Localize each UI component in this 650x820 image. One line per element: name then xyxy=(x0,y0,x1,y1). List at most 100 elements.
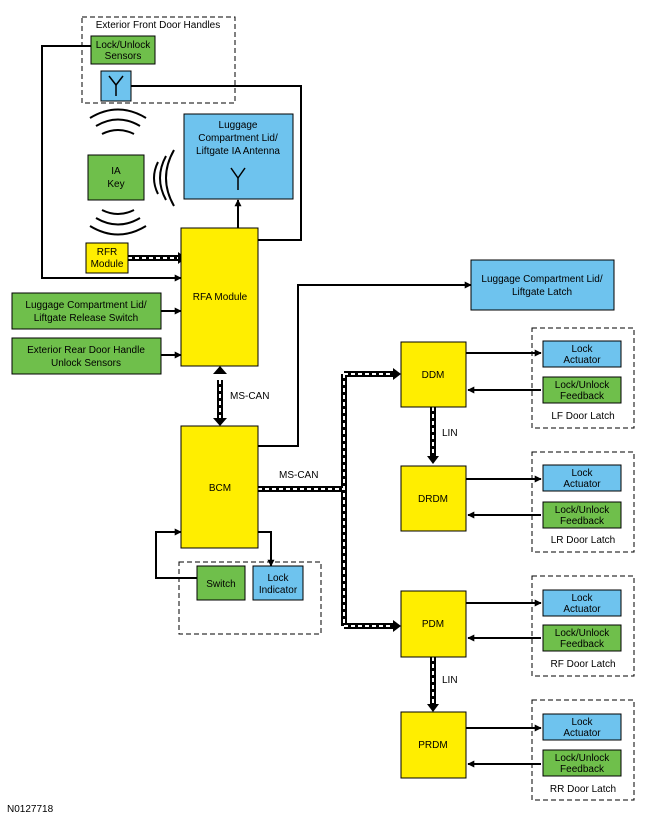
lr-actuator-label-1: Lock xyxy=(571,468,593,479)
rfa-bcm-ms-can-bus xyxy=(213,366,227,426)
radio-waves xyxy=(89,108,175,236)
rr-feedback-label-2: Feedback xyxy=(560,764,605,775)
ms-can-label-bcm-doors: MS-CAN xyxy=(279,470,318,481)
lock-unlock-sensors-label-2: Sensors xyxy=(105,51,142,62)
release-switch-label-2: Liftgate Release Switch xyxy=(34,313,139,324)
pdm-prdm-lin-bus xyxy=(427,657,439,712)
wave-bot-2 xyxy=(95,217,141,226)
release-switch-label-1: Luggage Compartment Lid/ xyxy=(25,300,146,311)
lr-actuator-label-2: Actuator xyxy=(563,479,601,490)
bcm-to-luggage-latch-line xyxy=(258,281,472,447)
rf-actuator-label-1: Lock xyxy=(571,593,593,604)
lr-door-latch-group xyxy=(531,451,635,553)
switch-box xyxy=(196,565,246,601)
prdm-box xyxy=(400,711,467,779)
door-lock-control-switch-group xyxy=(178,561,322,635)
lr-feedback-label-2: Feedback xyxy=(560,516,605,527)
rf-actuator-label-2: Actuator xyxy=(563,604,601,615)
front-handles-group-label: Exterior Front Door Handles xyxy=(96,20,221,31)
lf-actuator-label-2: Actuator xyxy=(563,355,601,366)
rfa-to-handle-antenna-line xyxy=(117,82,302,241)
wave-bot-3 xyxy=(89,225,147,236)
rfr-module-box xyxy=(85,242,129,274)
wave-right-2 xyxy=(159,155,167,201)
rfr-module-label-1: RFR xyxy=(97,247,118,258)
wave-top-1 xyxy=(101,129,135,135)
luggage-antenna-label-3: Liftgate IA Antenna xyxy=(196,146,280,157)
drdm-label: DRDM xyxy=(418,494,448,505)
drdm-box xyxy=(400,465,467,532)
pdm-box xyxy=(400,590,467,658)
lock-indicator-label-1: Lock xyxy=(267,573,289,584)
lr-group-label: LR Door Latch xyxy=(551,535,615,546)
luggage-antenna-label-1: Luggage xyxy=(219,120,258,131)
rr-door-latch-group xyxy=(531,699,635,801)
rear-handle-label-2: Unlock Sensors xyxy=(51,358,121,369)
luggage-latch-label-2: Liftgate Latch xyxy=(512,287,572,298)
luggage-antenna-icon xyxy=(230,167,246,190)
rf-feedback-label-2: Feedback xyxy=(560,639,605,650)
lf-actuator-label-1: Lock xyxy=(571,344,593,355)
rr-actuator-label-2: Actuator xyxy=(563,728,601,739)
rear-handle-label-1: Exterior Rear Door Handle xyxy=(27,345,145,356)
prdm-label: PRDM xyxy=(418,740,447,751)
lf-door-latch-group xyxy=(531,327,635,429)
ia-key-box xyxy=(87,154,145,201)
lr-lock-actuator-box xyxy=(542,464,622,492)
ia-key-label-1: IA xyxy=(111,166,121,177)
ddm-drdm-lin-bus xyxy=(427,407,439,464)
bcm-door-modules-ms-can-bus xyxy=(258,368,401,632)
ddm-label: DDM xyxy=(422,370,445,381)
wave-top-3 xyxy=(89,108,147,119)
ddm-box xyxy=(400,341,467,408)
rf-group-label: RF Door Latch xyxy=(550,659,615,670)
handle-antenna-icon xyxy=(108,75,124,96)
rfr-module-label-2: Module xyxy=(91,259,124,270)
lin-label-pdm-prdm: LIN xyxy=(442,675,458,686)
lin-label-ddm-drdm: LIN xyxy=(442,428,458,439)
wave-right-1 xyxy=(153,161,159,195)
rfr-to-rfa-bus xyxy=(128,252,186,264)
luggage-antenna-label-2: Compartment Lid/ xyxy=(198,133,278,144)
sensors-to-rfa-line xyxy=(41,45,182,282)
lr-feedback-box xyxy=(542,501,622,529)
luggage-latch-box xyxy=(470,259,615,311)
rf-door-latch-group xyxy=(531,575,635,677)
lf-feedback-box xyxy=(542,376,622,404)
rf-feedback-box xyxy=(542,624,622,652)
rr-actuator-label-1: Lock xyxy=(571,717,593,728)
lf-feedback-label-1: Lock/Unlock xyxy=(555,380,610,391)
luggage-latch-label-1: Luggage Compartment Lid/ xyxy=(481,274,602,285)
switch-label: Switch xyxy=(206,579,235,590)
rr-feedback-box xyxy=(542,749,622,777)
rr-feedback-label-1: Lock/Unlock xyxy=(555,753,610,764)
lock-indicator-label-2: Indicator xyxy=(259,585,298,596)
figure-id: N0127718 xyxy=(7,804,54,815)
wave-bot-1 xyxy=(101,209,135,215)
bcm-label: BCM xyxy=(209,483,231,494)
lf-feedback-label-2: Feedback xyxy=(560,391,605,402)
luggage-antenna-box xyxy=(183,113,294,200)
rear-handle-sensors-box xyxy=(11,337,162,375)
rf-feedback-label-1: Lock/Unlock xyxy=(555,628,610,639)
bcm-to-lock-indicator-line xyxy=(258,531,275,567)
front-door-handles-group xyxy=(81,16,236,104)
rfa-module-box xyxy=(180,227,259,367)
switch-to-bcm-line xyxy=(155,528,197,579)
ia-key-label-2: Key xyxy=(107,179,124,190)
lf-group-label: LF Door Latch xyxy=(551,411,614,422)
lock-unlock-sensors-box xyxy=(90,35,156,65)
ms-can-label-rfa-bcm: MS-CAN xyxy=(230,391,269,402)
rfa-module-label: RFA Module xyxy=(193,292,248,303)
rf-lock-actuator-box xyxy=(542,589,622,617)
pdm-label: PDM xyxy=(422,619,444,630)
wave-right-3 xyxy=(165,149,175,207)
rr-group-label: RR Door Latch xyxy=(550,784,616,795)
bcm-box xyxy=(180,425,259,549)
wave-top-2 xyxy=(95,118,141,127)
luggage-release-switch-box xyxy=(11,292,162,330)
lock-unlock-sensors-label-1: Lock/Unlock xyxy=(96,40,151,51)
lock-indicator-box xyxy=(252,565,304,601)
lf-lock-actuator-box xyxy=(542,340,622,368)
